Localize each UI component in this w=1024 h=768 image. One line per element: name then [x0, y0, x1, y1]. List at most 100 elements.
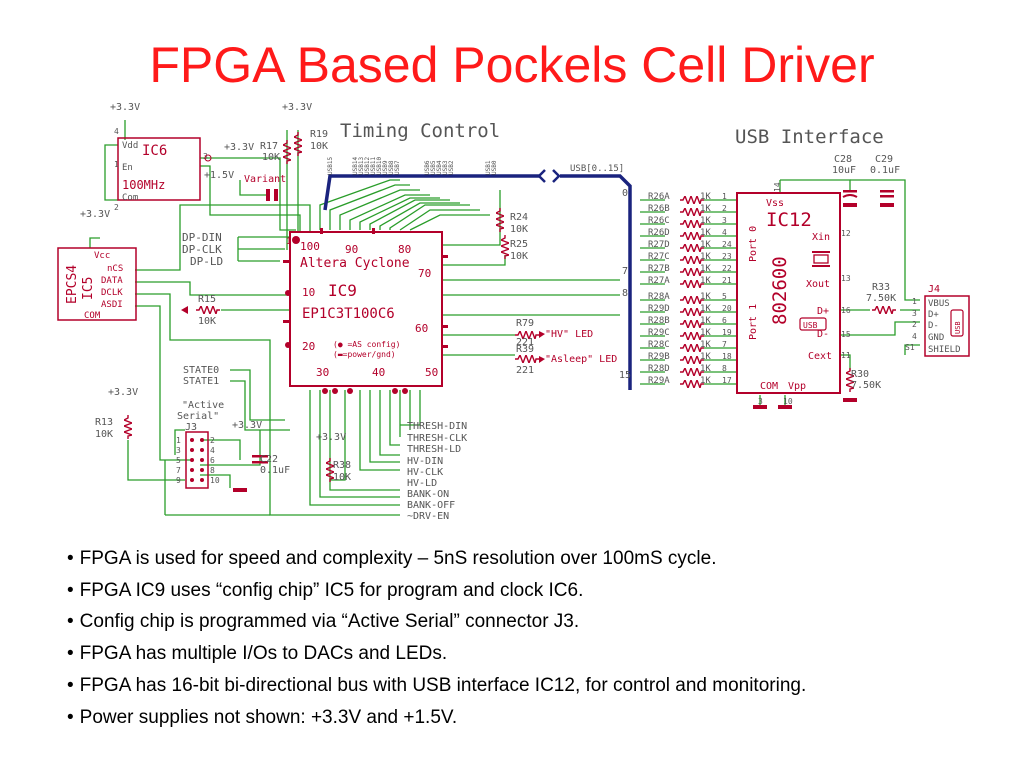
- svg-text:D-: D-: [928, 321, 939, 331]
- svg-text:DP-LD: DP-LD: [190, 255, 223, 268]
- rnet-pin: 1: [722, 192, 727, 201]
- svg-text:R24: R24: [510, 212, 528, 223]
- svg-text:DATA: DATA: [101, 276, 123, 286]
- svg-text:40: 40: [372, 366, 385, 379]
- resistor-r79: R79 221: [515, 318, 539, 348]
- svg-text:"Active: "Active: [182, 400, 224, 411]
- rnet-pin: 6: [722, 316, 727, 325]
- usb-bus: [323, 174, 632, 390]
- svg-text:ASDI: ASDI: [101, 300, 123, 310]
- rnet-ref: R28C: [648, 340, 670, 350]
- rnet-pin: 4: [722, 228, 727, 237]
- rnet-value: 1K: [700, 192, 711, 202]
- svg-text:USB11: USB11: [370, 157, 377, 175]
- svg-text:J3: J3: [185, 422, 197, 433]
- svg-text:15: 15: [619, 370, 631, 381]
- svg-text:Com: Com: [122, 193, 138, 203]
- bullet-list: •FPGA is used for speed and complexity –…: [67, 543, 806, 733]
- rnet-value: 1K: [700, 276, 711, 286]
- svg-text:(● =AS config): (● =AS config): [333, 340, 400, 349]
- rnet-value: 1K: [700, 216, 711, 226]
- svg-text:8: 8: [210, 466, 215, 475]
- fpga-pin-dots: [283, 228, 448, 394]
- svg-text:USB5: USB5: [430, 160, 437, 175]
- svg-text:+3.3V: +3.3V: [282, 102, 312, 113]
- rnet-value: 1K: [700, 352, 711, 362]
- svg-text:16: 16: [841, 306, 851, 315]
- svg-text:Xin: Xin: [812, 232, 830, 243]
- capacitor-c29: C29 0.1uF: [870, 154, 900, 207]
- svg-text:EP1C3T100C6: EP1C3T100C6: [302, 306, 395, 322]
- rnet-ref: R29A: [648, 376, 670, 386]
- rnet-value: 1K: [700, 264, 711, 274]
- svg-text:USB: USB: [803, 321, 818, 330]
- svg-text:En: En: [122, 163, 133, 173]
- svg-text:+3.3V: +3.3V: [316, 432, 346, 443]
- svg-text:BANK-OFF: BANK-OFF: [407, 500, 455, 511]
- svg-text:R19: R19: [310, 129, 328, 140]
- resistor-r13: R13 10K: [95, 415, 132, 440]
- svg-text:USB3: USB3: [442, 160, 449, 175]
- resistor-r39: R39 221: [515, 344, 539, 376]
- crystal: [812, 251, 830, 267]
- svg-text:4: 4: [210, 446, 215, 455]
- bullet-item: •FPGA is used for speed and complexity –…: [67, 548, 717, 569]
- svg-text:USB6: USB6: [424, 160, 431, 175]
- rnet-ref: R26A: [648, 192, 670, 202]
- svg-text:100: 100: [300, 240, 320, 253]
- svg-text:USB7: USB7: [394, 160, 401, 175]
- variant-jumper: [266, 189, 278, 201]
- slide-title: FPGA Based Pockels Cell Driver: [149, 37, 875, 93]
- bullet-item: •FPGA IC9 uses “config chip” IC5 for pro…: [67, 579, 584, 601]
- rnet-value: 1K: [700, 252, 711, 262]
- svg-text:0.1uF: 0.1uF: [260, 465, 290, 476]
- svg-text:2: 2: [114, 203, 119, 212]
- capacitor-c28: C28 10uF: [832, 154, 858, 207]
- bullet-item: •Config chip is programmed via “Active S…: [67, 611, 580, 633]
- rnet-ref: R26B: [648, 204, 670, 214]
- rnet-ref: R27A: [648, 276, 670, 286]
- svg-text:BANK-ON: BANK-ON: [407, 489, 449, 500]
- svg-text:10: 10: [302, 286, 315, 299]
- capacitor-c22: C22 0.1uF: [233, 454, 290, 492]
- svg-text:R15: R15: [198, 294, 216, 305]
- svg-text:DCLK: DCLK: [101, 288, 123, 298]
- svg-text:+3.3V: +3.3V: [232, 420, 262, 431]
- svg-text:USB9: USB9: [382, 160, 389, 175]
- svg-text:Vcc: Vcc: [94, 251, 110, 261]
- svg-text:USB: USB: [954, 321, 962, 334]
- rnet-pin: 3: [722, 216, 727, 225]
- svg-text:10uF: 10uF: [832, 165, 856, 176]
- svg-text:2: 2: [912, 320, 917, 329]
- svg-text:THRESH-DIN: THRESH-DIN: [407, 421, 467, 432]
- ic12-usb-interface: Vss IC12 Xin Xout D+ D- Cext COM Vpp Por…: [736, 182, 851, 406]
- power-labels: +3.3V +3.3V +1.5V +3.3V +3.3V +3.3V: [108, 102, 346, 443]
- rnet-ref: R29B: [648, 352, 670, 362]
- svg-text:1: 1: [912, 297, 917, 306]
- rnet-pin: 20: [722, 304, 732, 313]
- svg-text:VBUS: VBUS: [928, 299, 950, 309]
- led-labels: "HV" LED "Asleep" LED: [539, 329, 617, 365]
- svg-text:7.50K: 7.50K: [866, 293, 896, 304]
- svg-text:11: 11: [841, 351, 851, 360]
- resistor-r38: R38 10K: [326, 458, 351, 483]
- state-labels: STATE0 STATE1: [183, 365, 219, 387]
- svg-text:Vpp: Vpp: [788, 381, 806, 392]
- dp-signals: DP-DIN DP-CLK DP-LD: [182, 231, 223, 268]
- svg-text:HV-DIN: HV-DIN: [407, 456, 443, 467]
- svg-text:USB15: USB15: [327, 157, 334, 175]
- rnet-value: 1K: [700, 376, 711, 386]
- svg-text:50: 50: [425, 366, 438, 379]
- svg-text:3: 3: [758, 397, 763, 406]
- svg-text:14: 14: [773, 182, 782, 192]
- rnet-pin: 8: [722, 364, 727, 373]
- svg-text:4: 4: [114, 127, 119, 136]
- svg-text:R30: R30: [851, 369, 869, 380]
- rnet-value: 1K: [700, 228, 711, 238]
- resistor-r19: R19 10K: [294, 129, 328, 156]
